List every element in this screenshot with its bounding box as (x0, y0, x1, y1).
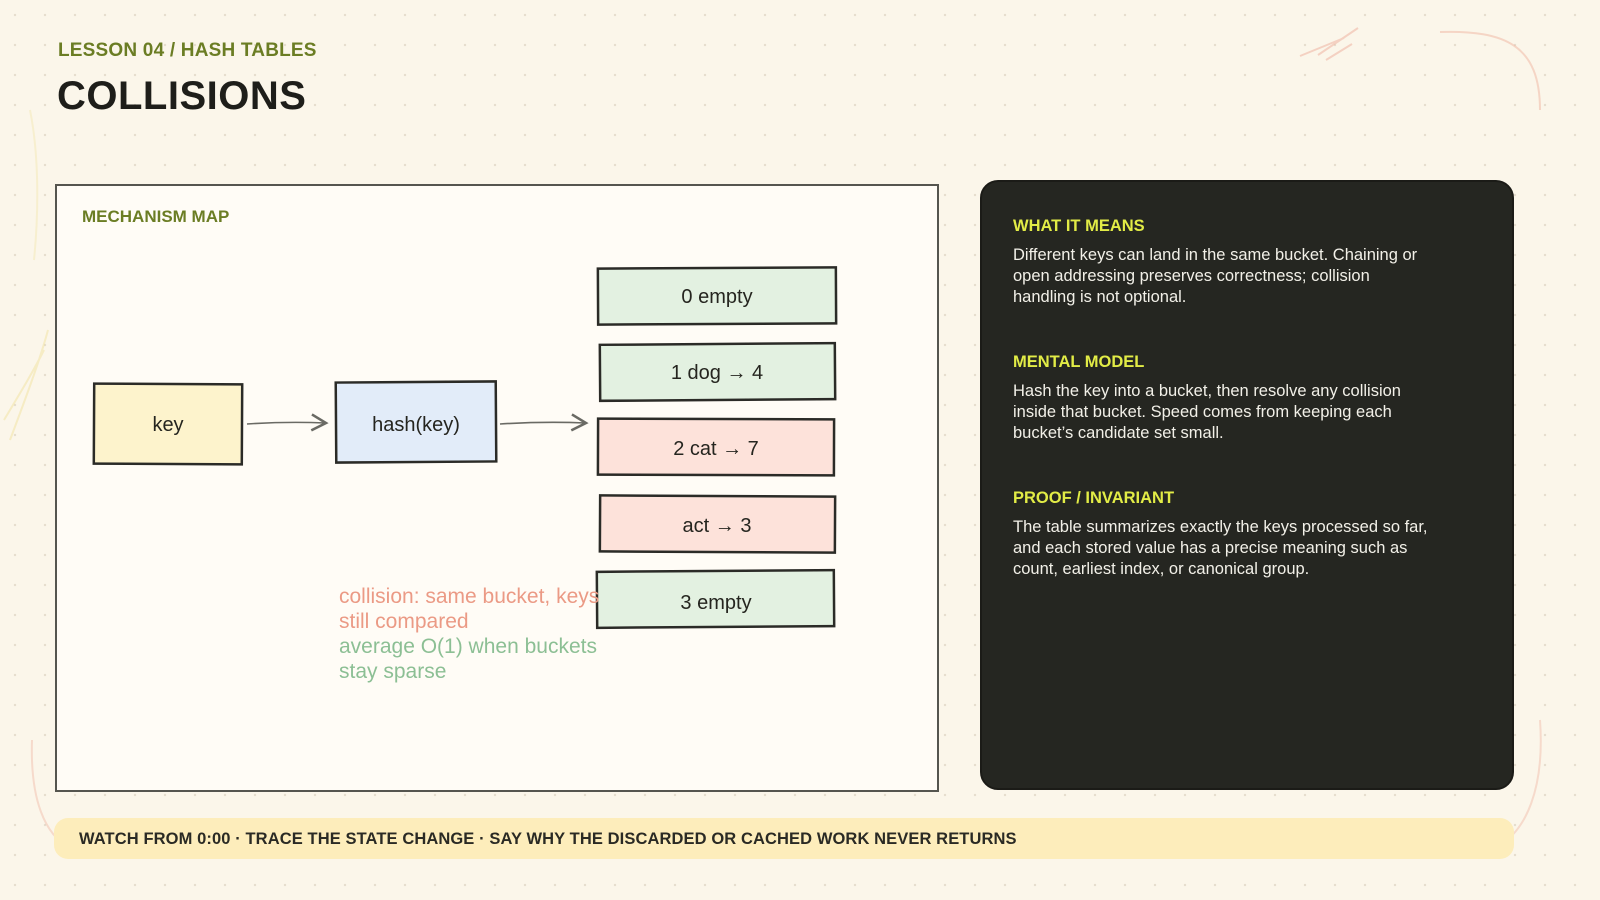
arrow-key-to-hash (246, 413, 329, 432)
mental-model-body: Hash the key into a bucket, then resolve… (1013, 382, 1401, 442)
what-it-means-heading: WHAT IT MEANS (1013, 217, 1145, 235)
mechanism-diagram: key hash(key) 0 empty 1 dog → 4 2 cat → … (92, 266, 838, 630)
collision-note: collision: same bucket, keys still compa… (339, 585, 600, 633)
what-it-means-body: Different keys can land in the same buck… (1013, 246, 1418, 306)
average-case-note: average O(1) when buckets stay sparse (339, 635, 597, 683)
mechanism-map-panel: MECHANISM MAP key hash(key) 0 empty (55, 184, 939, 792)
bucket-3: 3 empty (595, 568, 836, 630)
proof-invariant-heading: PROOF / INVARIANT (1013, 489, 1175, 507)
hash-node: hash(key) (334, 380, 498, 464)
key-node: key (92, 382, 244, 466)
bucket-2-chain-label: act → 3 (683, 515, 752, 537)
lesson-breadcrumb: LESSON 04 / HASH TABLES (58, 40, 317, 61)
hash-node-label: hash(key) (372, 414, 460, 436)
mental-model-heading: MENTAL MODEL (1013, 353, 1145, 371)
proof-invariant-section: PROOF / INVARIANT The table summarizes e… (1013, 489, 1433, 580)
mental-model-section: MENTAL MODEL Hash the key into a bucket,… (1013, 353, 1433, 444)
explanation-panel: WHAT IT MEANS Different keys can land in… (980, 180, 1514, 790)
what-it-means-section: WHAT IT MEANS Different keys can land in… (1013, 217, 1433, 308)
arrow-hash-to-buckets (499, 413, 589, 432)
bucket-2: 2 cat → 7 (596, 417, 836, 477)
bucket-1: 1 dog → 4 (598, 341, 837, 403)
bucket-0-label: 0 empty (681, 286, 752, 308)
bucket-0: 0 empty (596, 266, 838, 326)
mechanism-map-heading: MECHANISM MAP (82, 207, 230, 226)
bucket-2-chain: act → 3 (598, 494, 837, 554)
bucket-2-label: 2 cat → 7 (673, 438, 759, 460)
page-title: COLLISIONS (57, 74, 307, 118)
instruction-banner: WATCH FROM 0:00 · TRACE THE STATE CHANGE… (54, 818, 1514, 859)
bucket-3-label: 3 empty (680, 592, 751, 614)
proof-invariant-body: The table summarizes exactly the keys pr… (1013, 518, 1428, 578)
bucket-1-label: 1 dog → 4 (671, 362, 763, 384)
key-node-label: key (152, 414, 183, 436)
